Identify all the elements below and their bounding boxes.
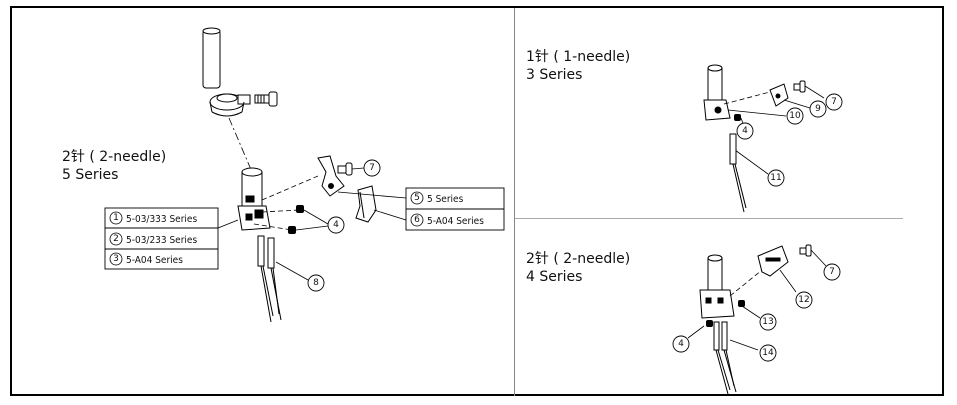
callout-tr-7: 7	[825, 93, 843, 111]
svg-text:8: 8	[313, 278, 319, 288]
callout-br-13: 13	[759, 313, 777, 331]
callout-tr-11: 11	[767, 169, 785, 187]
legend-left: 1 5-03/333 Series 2 5-03/233 Series 3 5-…	[104, 207, 219, 270]
br-screw-7	[799, 244, 812, 257]
left-title-line1: 2针 ( 2-needle)	[62, 149, 167, 165]
legend-left-row-2: 2 5-03/233 Series	[109, 232, 197, 246]
tr-thread-guide	[769, 83, 789, 107]
svg-text:4: 4	[678, 339, 684, 349]
callout-br-14: 14	[759, 344, 777, 362]
br-screws-4	[706, 300, 745, 327]
tr-title-line2: 3 Series	[526, 67, 583, 83]
bottom-right-panel-title: 2针 ( 2-needle) 4 Series	[526, 250, 630, 286]
svg-text:2: 2	[113, 234, 119, 244]
svg-text:7: 7	[831, 97, 837, 107]
svg-text:6: 6	[414, 215, 420, 225]
svg-text:5-03/233 Series: 5-03/233 Series	[126, 235, 197, 246]
panel-divider-horizontal	[515, 218, 903, 219]
br-leaders	[687, 249, 827, 351]
needle-bar-clamp	[209, 93, 251, 117]
svg-text:5-A04 Series: 5-A04 Series	[427, 216, 484, 227]
legend-left-row-3: 3 5-A04 Series	[109, 252, 183, 266]
tr-needle	[729, 133, 747, 213]
br-needles	[713, 321, 737, 395]
br-clamp-body	[699, 254, 735, 319]
thread-guide-alt-part	[355, 185, 377, 223]
svg-text:13: 13	[762, 317, 773, 327]
assembly-guides	[253, 175, 319, 231]
tr-title-line1: 1针 ( 1-needle)	[526, 49, 631, 65]
svg-text:5 Series: 5 Series	[427, 194, 464, 205]
clamp-screw	[254, 91, 278, 107]
callout-tr-4: 4	[736, 122, 754, 140]
legend-right-row-6: 6 5-A04 Series	[410, 213, 484, 227]
legend-left-row-1: 1 5-03/333 Series	[109, 211, 197, 225]
svg-text:11: 11	[770, 173, 781, 183]
svg-text:7: 7	[369, 163, 375, 173]
needle-bar-rod	[202, 27, 221, 89]
svg-text:4: 4	[742, 126, 748, 136]
needles	[257, 235, 282, 323]
leader-line	[351, 167, 365, 170]
top-right-panel-title: 1针 ( 1-needle) 3 Series	[526, 48, 630, 84]
br-title-line2: 4 Series	[526, 269, 583, 285]
svg-text:4: 4	[333, 220, 339, 230]
thread-guide-part	[317, 155, 345, 197]
tr-clamp-body	[703, 64, 731, 121]
svg-text:5: 5	[414, 193, 420, 203]
set-screws	[288, 205, 304, 234]
callout-left-4: 4	[327, 216, 345, 234]
svg-text:1: 1	[113, 213, 119, 223]
guide-screw	[337, 162, 353, 176]
left-leaders	[217, 191, 407, 281]
tr-screw-4	[734, 114, 741, 121]
tr-screw-7	[793, 80, 806, 93]
svg-text:3: 3	[113, 254, 119, 264]
svg-text:10: 10	[789, 111, 801, 121]
svg-text:5-03/333 Series: 5-03/333 Series	[126, 214, 197, 225]
svg-text:14: 14	[762, 348, 774, 358]
tr-leaders	[723, 85, 825, 175]
callout-br-4: 4	[672, 335, 690, 353]
br-thread-guide	[757, 245, 789, 277]
diagram-frame	[10, 6, 944, 396]
br-title-line1: 2针 ( 2-needle)	[526, 251, 631, 267]
callout-br-7: 7	[823, 263, 841, 281]
callout-left-7: 7	[363, 159, 381, 177]
legend-right-row-5: 5 5 Series	[410, 191, 464, 205]
legend-right: 5 5 Series 6 5-A04 Series	[405, 187, 505, 231]
left-panel-title: 2针 ( 2-needle) 5 Series	[62, 148, 166, 184]
callout-left-8: 8	[307, 274, 325, 292]
svg-text:7: 7	[829, 267, 835, 277]
svg-text:12: 12	[798, 295, 809, 305]
center-line	[228, 117, 253, 173]
panel-divider-vertical	[514, 8, 515, 396]
left-title-line2: 5 Series	[62, 167, 119, 183]
callout-br-12: 12	[795, 291, 813, 309]
callout-tr-10: 10	[786, 107, 804, 125]
svg-text:9: 9	[815, 104, 821, 114]
callout-tr-9: 9	[809, 100, 827, 118]
svg-text:5-A04 Series: 5-A04 Series	[126, 255, 183, 266]
